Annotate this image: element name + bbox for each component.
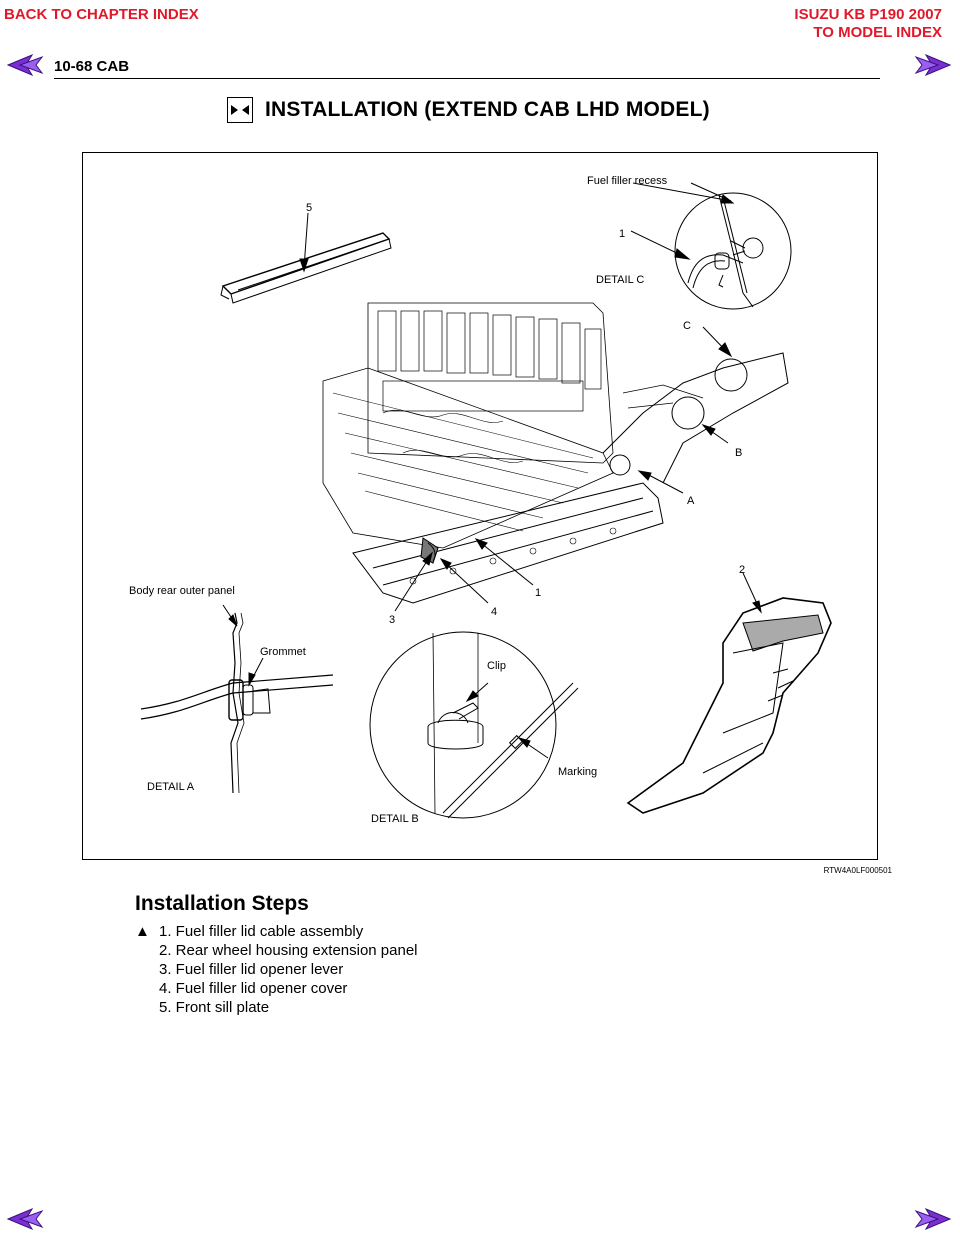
step-item: 4. Fuel filler lid opener cover bbox=[135, 979, 418, 998]
fuel-filler-recess-label: Fuel filler recess bbox=[587, 175, 668, 187]
important-triangle-icon: ▲ bbox=[135, 923, 150, 940]
header-divider bbox=[54, 78, 880, 79]
to-model-index-link[interactable]: TO MODEL INDEX bbox=[813, 24, 942, 41]
callout-4: 4 bbox=[491, 606, 497, 618]
previous-page-arrow-icon[interactable] bbox=[6, 54, 44, 76]
body-rear-outer-panel-label: Body rear outer panel bbox=[129, 585, 235, 597]
step-3: 3. Fuel filler lid opener lever bbox=[159, 961, 344, 978]
section-header: 10-68 CAB bbox=[54, 58, 130, 75]
diagram-drawing: Fuel filler recess 1 DETAIL C 5 C B A 1 … bbox=[129, 175, 832, 825]
title-row: INSTALLATION (EXTEND CAB LHD MODEL) bbox=[227, 97, 710, 123]
doc-title-link[interactable]: ISUZU KB P190 2007 bbox=[794, 6, 942, 23]
detail-a-label: DETAIL A bbox=[147, 781, 195, 793]
callout-3: 3 bbox=[389, 614, 395, 626]
step-item: 3. Fuel filler lid opener lever bbox=[135, 960, 418, 979]
grommet-label: Grommet bbox=[260, 646, 306, 658]
step-item: 5. Front sill plate bbox=[135, 998, 418, 1017]
page-title: INSTALLATION (EXTEND CAB LHD MODEL) bbox=[265, 98, 710, 121]
callout-b: B bbox=[735, 447, 742, 459]
previous-page-arrow-bottom-icon[interactable] bbox=[6, 1208, 44, 1230]
installation-steps-heading: Installation Steps bbox=[135, 892, 309, 915]
installation-steps-list: ▲ 1. Fuel filler lid cable assembly 2. Re… bbox=[135, 922, 418, 1017]
callout-5: 5 bbox=[306, 202, 312, 214]
step-4: 4. Fuel filler lid opener cover bbox=[159, 980, 348, 997]
figure-code: RTW4A0LF000501 bbox=[823, 866, 892, 875]
callout-c: C bbox=[683, 320, 691, 332]
step-item: 2. Rear wheel housing extension panel bbox=[135, 941, 418, 960]
step-item: ▲ 1. Fuel filler lid cable assembly bbox=[135, 922, 418, 941]
step-5: 5. Front sill plate bbox=[159, 999, 270, 1016]
detail-c-label: DETAIL C bbox=[596, 274, 644, 286]
back-to-chapter-index-link[interactable]: BACK TO CHAPTER INDEX bbox=[4, 6, 199, 23]
step-1: 1. Fuel filler lid cable assembly bbox=[159, 923, 364, 940]
step-2: 2. Rear wheel housing extension panel bbox=[159, 942, 418, 959]
installation-icon bbox=[227, 97, 253, 123]
detail-c-callout-1: 1 bbox=[619, 228, 625, 240]
callout-1: 1 bbox=[535, 587, 541, 599]
marking-label: Marking bbox=[558, 766, 597, 778]
callout-2: 2 bbox=[739, 564, 745, 576]
clip-label: Clip bbox=[487, 660, 506, 672]
callout-a: A bbox=[687, 495, 695, 507]
installation-diagram: Fuel filler recess 1 DETAIL C 5 C B A 1 … bbox=[82, 152, 878, 860]
next-page-arrow-icon[interactable] bbox=[914, 54, 952, 76]
detail-b-label: DETAIL B bbox=[371, 813, 419, 825]
next-page-arrow-bottom-icon[interactable] bbox=[914, 1208, 952, 1230]
